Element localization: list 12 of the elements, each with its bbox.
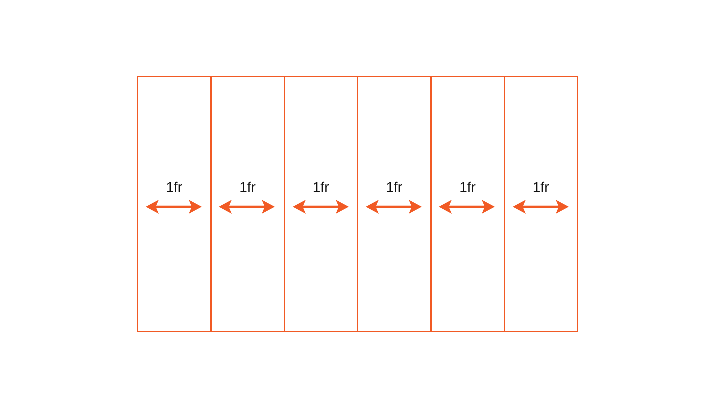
size-label: 1fr: [312, 179, 330, 195]
size-label: 1fr: [532, 179, 550, 195]
size-label: 1fr: [240, 179, 256, 195]
size-label: 1fr: [166, 179, 183, 195]
grid-column: [210, 76, 286, 332]
grid-column: [504, 76, 578, 332]
grid-column: [137, 76, 212, 332]
grid-column: [357, 76, 432, 332]
size-label: 1fr: [386, 179, 403, 195]
size-label: 1fr: [460, 179, 476, 195]
grid-column: [284, 76, 358, 332]
grid-column: [430, 76, 506, 332]
